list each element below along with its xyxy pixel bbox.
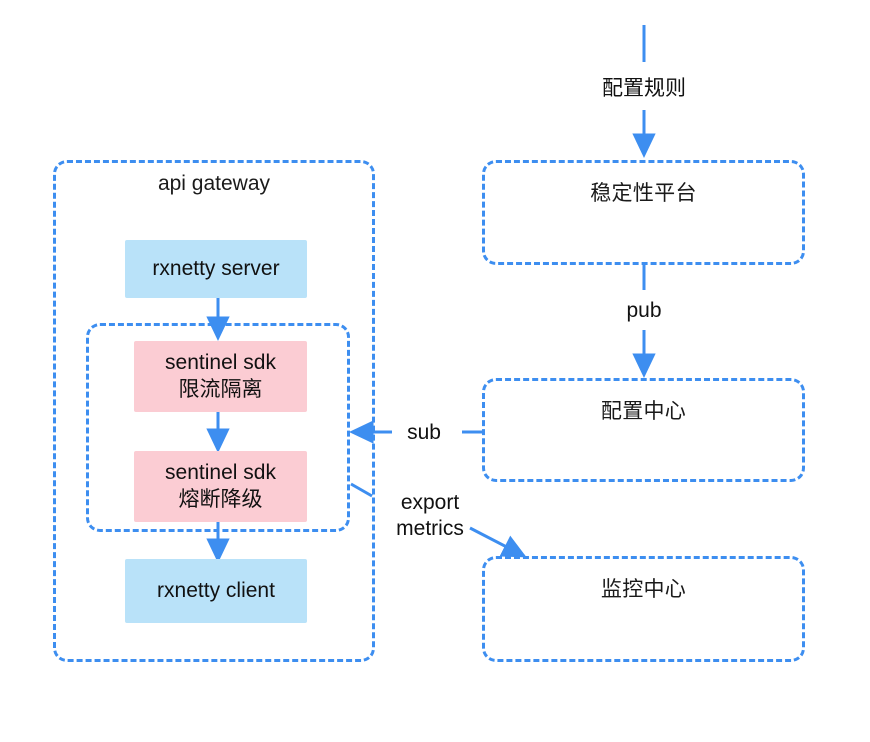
node-sentinel-flow-control[interactable]: sentinel sdk 限流隔离 <box>134 341 307 412</box>
node-stability-platform[interactable]: 稳定性平台 <box>482 160 805 265</box>
node-sentinel-flow-control-line2: 限流隔离 <box>178 377 263 401</box>
group-api-gateway-label: api gateway <box>157 172 271 195</box>
node-sentinel-flow-control-line1: sentinel sdk <box>165 350 276 374</box>
node-config-center[interactable]: 配置中心 <box>482 378 805 482</box>
node-sentinel-circuit-breaker-line1: sentinel sdk <box>165 460 276 484</box>
edge-label-pub: pub <box>626 299 662 322</box>
group-api-gateway[interactable] <box>53 160 375 662</box>
node-stability-platform-label: 稳定性平台 <box>590 182 697 205</box>
group-sentinel[interactable] <box>86 323 350 532</box>
edge-label-export-metrics: export metrics <box>396 491 464 540</box>
node-rxnetty-client-label: rxnetty client <box>157 578 275 602</box>
node-monitor-center[interactable]: 监控中心 <box>482 556 805 662</box>
node-sentinel-circuit-breaker[interactable]: sentinel sdk 熔断降级 <box>134 451 307 522</box>
node-sentinel-circuit-breaker-line2: 熔断降级 <box>178 487 263 511</box>
edge-label-sub: sub <box>407 421 441 444</box>
node-rxnetty-server[interactable]: rxnetty server <box>125 240 307 298</box>
node-rxnetty-server-label: rxnetty server <box>152 256 280 280</box>
node-rxnetty-client[interactable]: rxnetty client <box>125 559 307 623</box>
edge-label-configure-rules: 配置规则 <box>602 77 686 100</box>
node-config-center-label: 配置中心 <box>600 400 687 423</box>
node-monitor-center-label: 监控中心 <box>600 578 687 601</box>
